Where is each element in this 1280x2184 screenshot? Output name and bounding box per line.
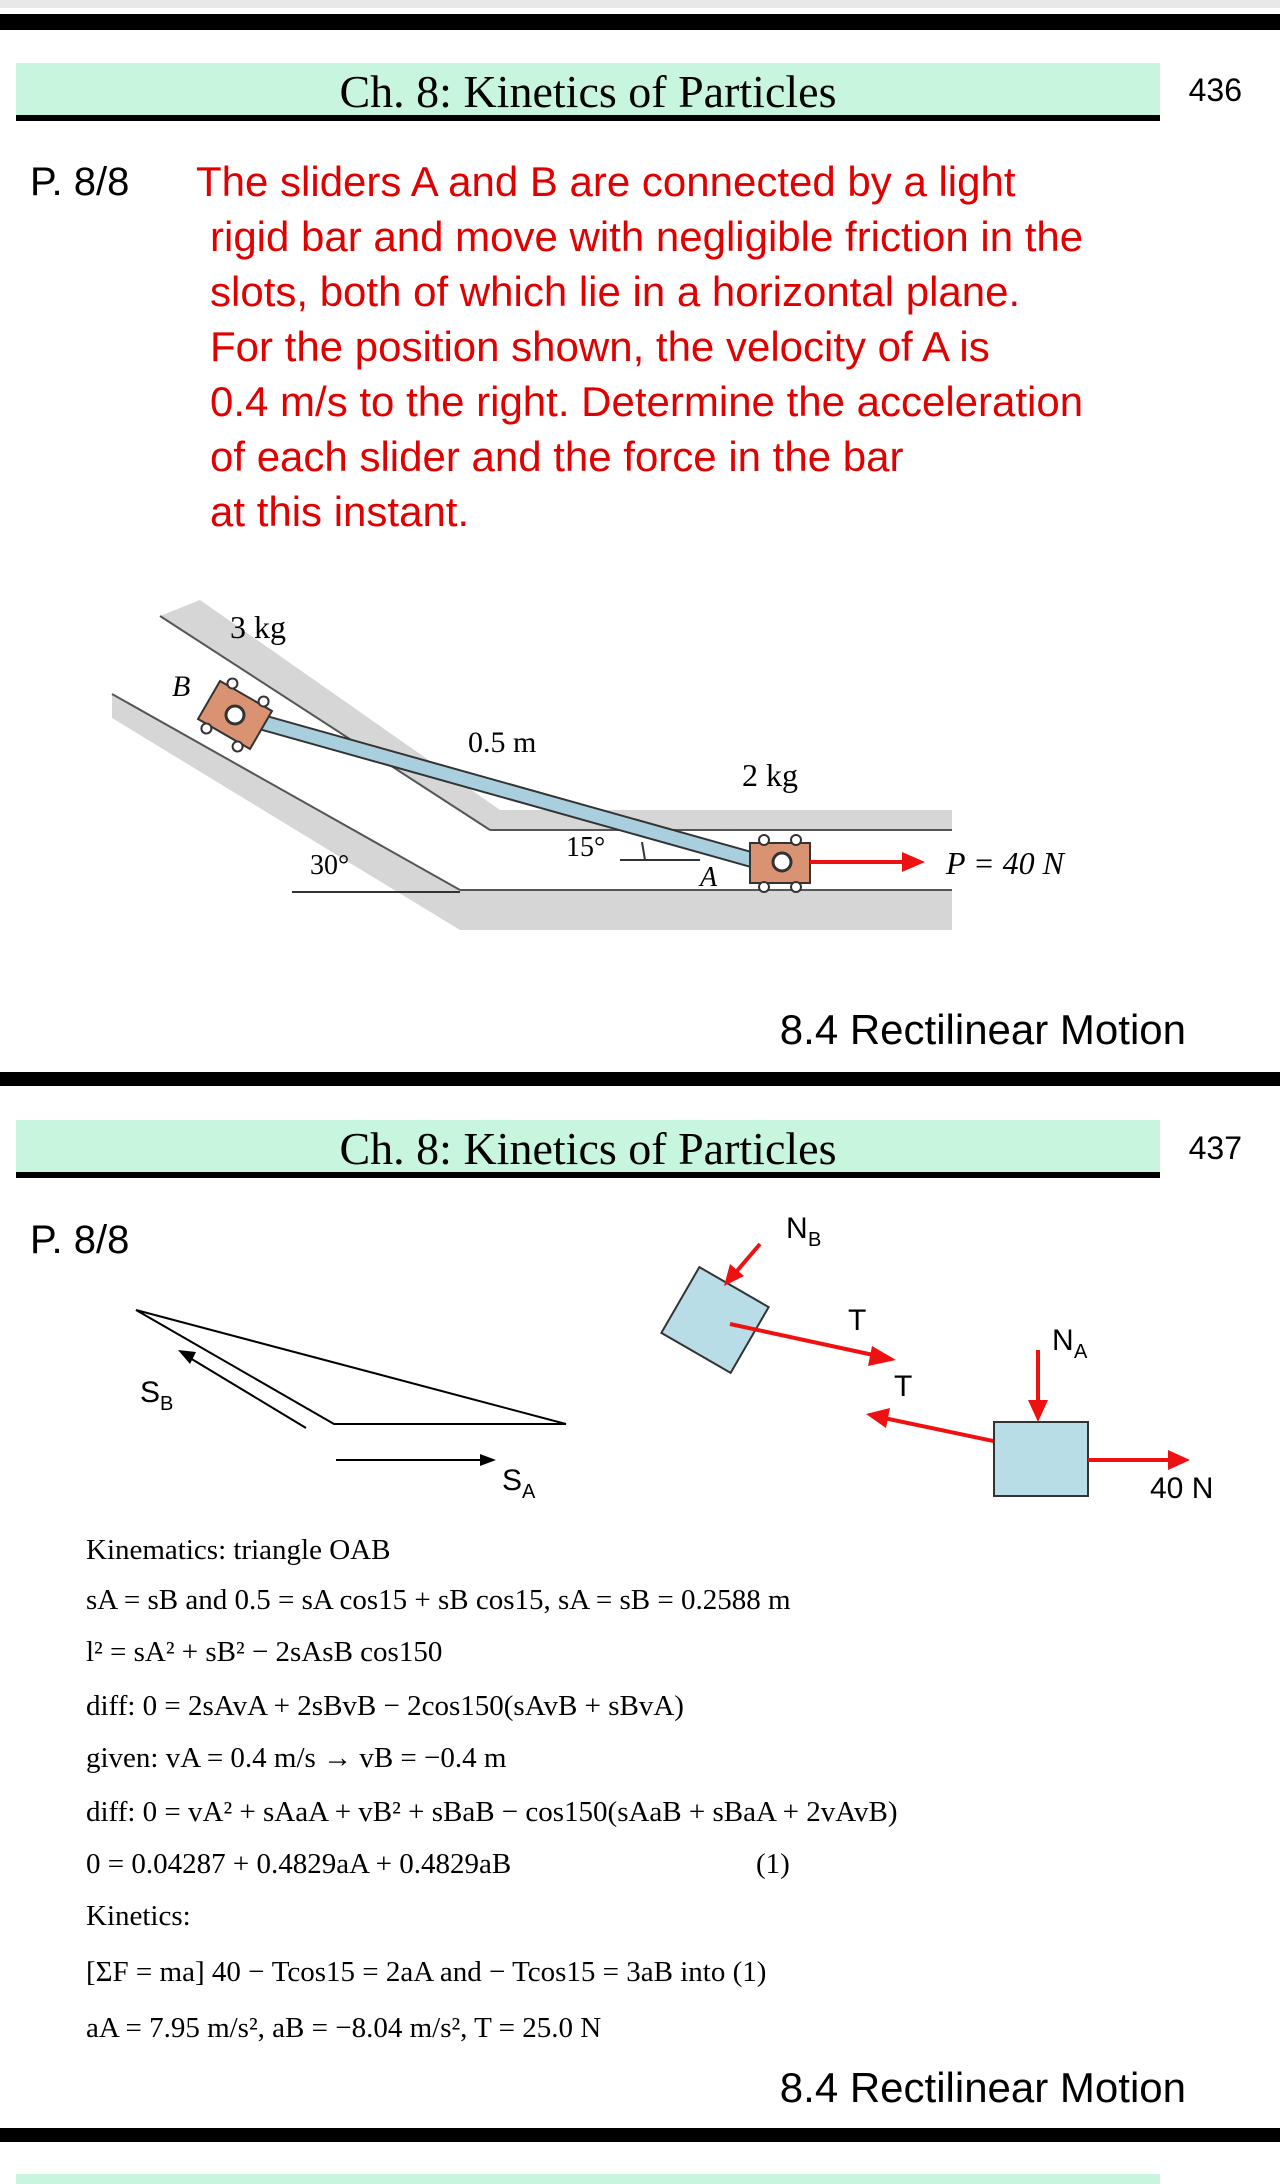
equation-line: l² = sA² + sB² − 2sAsB cos150 bbox=[86, 1636, 443, 1668]
sa-label: S bbox=[502, 1464, 522, 1497]
lower-wall-edge bbox=[111, 693, 461, 891]
nb-arrowhead bbox=[724, 1264, 744, 1286]
force-arrowhead bbox=[902, 852, 925, 872]
slide2-header: Ch. 8: Kinetics of Particles bbox=[16, 1120, 1160, 1178]
slide2-section-label: 8.4 Rectilinear Motion bbox=[779, 2064, 1186, 2111]
na-subscript: A bbox=[1074, 1341, 1088, 1363]
mass-a-label: 2 kg bbox=[742, 757, 798, 793]
equation-line: [ΣF = ma] 40 − Tcos15 = 2aA and − Tcos15… bbox=[86, 1956, 767, 1988]
slide2-problem-label: P. 8/8 bbox=[30, 1218, 130, 1262]
slide-divider-bottom bbox=[0, 2128, 1280, 2142]
pin-a bbox=[771, 851, 793, 873]
sa-arrowhead bbox=[480, 1454, 496, 1466]
tension-arrow-b bbox=[729, 1322, 879, 1358]
lower-slot-wall bbox=[112, 694, 952, 930]
sb-arrow bbox=[189, 1357, 307, 1429]
equation-line: sA = sB and 0.5 = sA cos15 + sB cos15, s… bbox=[86, 1584, 791, 1616]
upper-wall-edge bbox=[159, 615, 491, 831]
nb-subscript: B bbox=[808, 1229, 821, 1251]
kinematics-heading: Kinematics: triangle OAB bbox=[86, 1534, 391, 1566]
statement-line: of each slider and the force in the bar bbox=[210, 433, 904, 480]
nb-arrow bbox=[734, 1242, 762, 1274]
slider-b-label: B bbox=[172, 670, 190, 703]
tension-arrowhead-a bbox=[866, 1408, 890, 1428]
slide1-problem-label: P. 8/8 bbox=[30, 160, 130, 204]
block-b-fbd bbox=[659, 1265, 771, 1375]
applied-force-label: 40 N bbox=[1150, 1472, 1213, 1505]
slide1-page-number: 436 bbox=[1188, 72, 1242, 108]
slide2-page-number: 437 bbox=[1188, 1130, 1242, 1166]
top-edge bbox=[0, 0, 1280, 8]
mass-b-label: 3 kg bbox=[230, 609, 286, 645]
kinematics-triangle-diagram: S B S A bbox=[135, 1309, 567, 1500]
bar-length-label: 0.5 m bbox=[468, 726, 536, 759]
force-p-label: P = 40 N bbox=[945, 845, 1066, 881]
angle-15-label: 15° bbox=[566, 832, 605, 863]
next-slide-header-peek bbox=[16, 2174, 1160, 2184]
tension-label-b: T bbox=[848, 1304, 866, 1337]
result-line: aA = 7.95 m/s², aB = −8.04 m/s², T = 25.… bbox=[86, 2012, 602, 2044]
block-a-fbd bbox=[993, 1421, 1089, 1497]
sb-label: S bbox=[140, 1376, 160, 1409]
slide1-header: Ch. 8: Kinetics of Particles bbox=[16, 63, 1160, 121]
slide-divider bbox=[0, 1072, 1280, 1086]
applied-force-arrowhead bbox=[1168, 1450, 1190, 1470]
statement-line: 0.4 m/s to the right. Determine the acce… bbox=[210, 378, 1084, 425]
triangle-oab bbox=[135, 1309, 567, 1425]
statement-line: slots, both of which lie in a horizontal… bbox=[210, 268, 1021, 315]
tension-label-a: T bbox=[894, 1370, 912, 1403]
statement-line: rigid bar and move with negligible frict… bbox=[210, 213, 1084, 260]
free-body-diagrams: N B T T N A 40 N bbox=[659, 1212, 1213, 1505]
sb-subscript: B bbox=[160, 1393, 173, 1415]
angle-30-label: 30° bbox=[310, 850, 349, 881]
statement-line: For the position shown, the velocity of … bbox=[210, 323, 990, 370]
na-arrowhead bbox=[1028, 1400, 1048, 1422]
equation-line: diff: 0 = vA² + sAaA + vB² + sBaB − cos1… bbox=[86, 1796, 898, 1828]
pin-b bbox=[224, 704, 246, 726]
angle-arc bbox=[641, 841, 646, 861]
equation-tag: (1) bbox=[756, 1848, 790, 1880]
kinetics-heading: Kinetics: bbox=[86, 1900, 191, 1932]
statement-line: at this instant. bbox=[210, 488, 470, 535]
sa-subscript: A bbox=[522, 1481, 536, 1500]
equation-line: diff: 0 = 2sAvA + 2sBvB − 2cos150(sAvB +… bbox=[86, 1690, 684, 1722]
slide1-header-title: Ch. 8: Kinetics of Particles bbox=[339, 66, 837, 117]
sb-arrowhead bbox=[178, 1350, 196, 1364]
slide1-section-label: 8.4 Rectilinear Motion bbox=[779, 1006, 1186, 1053]
equation-line: given: vA = 0.4 m/s → vB = −0.4 m bbox=[86, 1742, 507, 1774]
tension-arrowhead-b bbox=[868, 1346, 896, 1366]
statement-line: The sliders A and B are connected by a l… bbox=[196, 158, 1016, 205]
na-label: N bbox=[1052, 1324, 1074, 1357]
problem-statement: The sliders A and B are connected by a l… bbox=[196, 154, 1236, 539]
upper-slot-wall bbox=[160, 600, 952, 830]
slide2-header-title: Ch. 8: Kinetics of Particles bbox=[339, 1123, 837, 1174]
slider-a-label: A bbox=[698, 862, 718, 893]
slide-divider-top bbox=[0, 14, 1280, 30]
slider-mechanism-figure: 3 kg B 0.5 m 2 kg 30° 15° A P = 40 N bbox=[111, 600, 1066, 930]
equation-line: 0 = 0.04287 + 0.4829aA + 0.4829aB bbox=[86, 1848, 512, 1880]
nb-label: N bbox=[786, 1212, 808, 1245]
